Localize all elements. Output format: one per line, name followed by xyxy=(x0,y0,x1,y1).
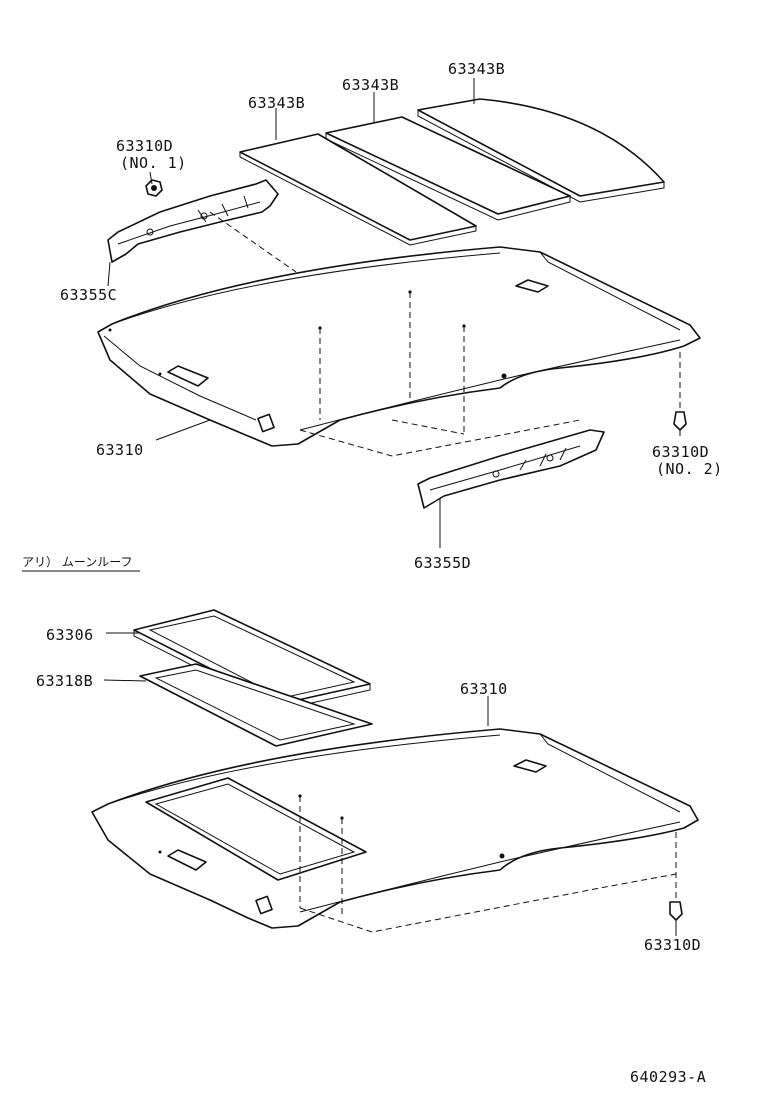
front-bracket xyxy=(107,179,279,263)
label-garnish: 63306 xyxy=(46,626,94,644)
section-title-moonroof: アリ） ムーンルーフ xyxy=(22,555,133,569)
silencer-pad-middle xyxy=(325,116,571,221)
label-pad-right: 63343B xyxy=(448,60,505,78)
label-pad-left: 63343B xyxy=(248,94,305,112)
label-clip-no1: 63310D xyxy=(116,137,173,155)
leader-lines-upper xyxy=(107,78,475,548)
silencer-pad-right xyxy=(417,98,665,203)
clip-no2-icon xyxy=(673,411,687,436)
label-clip-no2-note: (NO. 2) xyxy=(656,460,723,478)
headlining-lower xyxy=(91,728,699,929)
clip-lower-icon xyxy=(669,901,683,928)
label-seal: 63318B xyxy=(36,672,93,690)
label-rear-bracket: 63355D xyxy=(414,554,471,572)
label-headlining-lower: 63310 xyxy=(460,680,508,698)
locator-lines-lower xyxy=(299,796,677,933)
label-clip-no2: 63310D xyxy=(652,443,709,461)
leader-lines-lower xyxy=(103,632,677,936)
diagram-code: 640293-A xyxy=(630,1068,706,1086)
clip-no1-icon xyxy=(145,179,163,197)
label-front-bracket: 63355C xyxy=(60,286,117,304)
label-clip-lower: 63310D xyxy=(644,936,701,954)
silencer-pad-left xyxy=(239,133,477,246)
label-pad-middle: 63343B xyxy=(342,76,399,94)
moonroof-seal xyxy=(139,663,373,747)
rear-bracket xyxy=(417,429,605,509)
locator-lines-upper xyxy=(209,211,681,457)
headlining-upper xyxy=(97,246,701,447)
label-headlining-upper: 63310 xyxy=(96,441,144,459)
label-clip-no1-note: (NO. 1) xyxy=(120,154,187,172)
